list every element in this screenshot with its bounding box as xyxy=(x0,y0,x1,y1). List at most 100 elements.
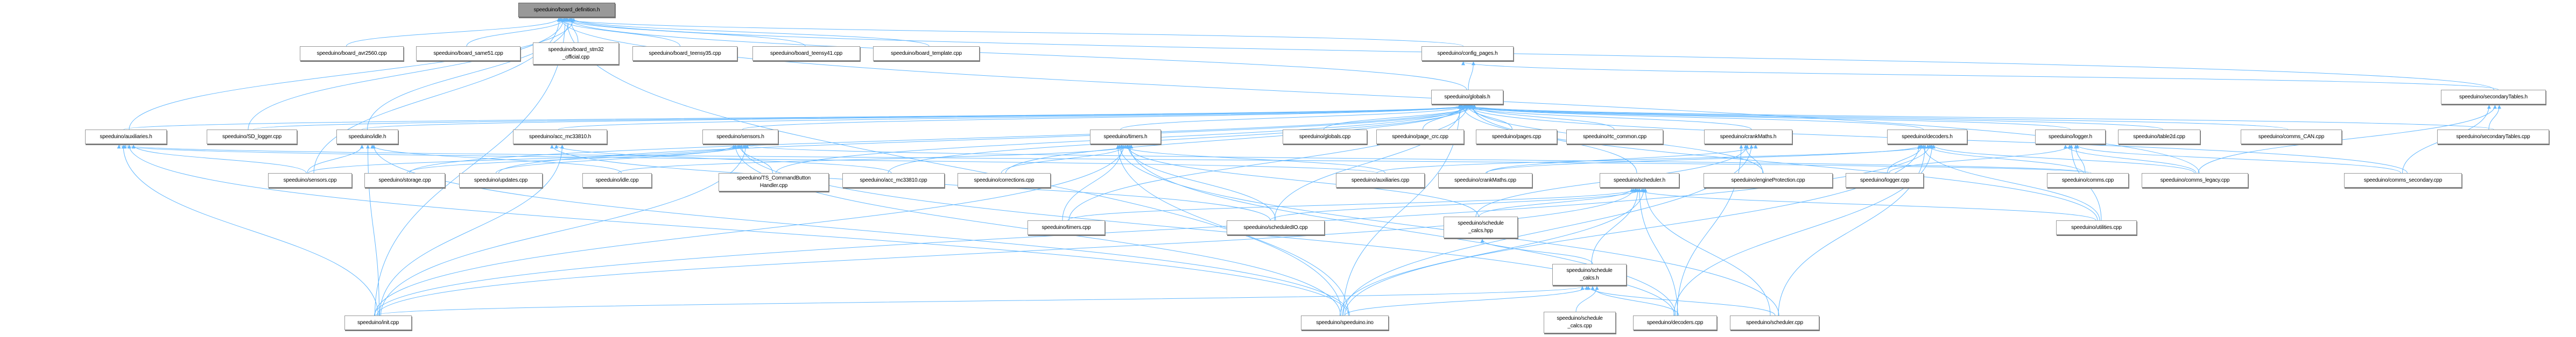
include-edge xyxy=(1463,105,2163,130)
graph-node-globals-h[interactable]: speeduino/globals.h xyxy=(1431,90,1503,104)
graph-node-timers-h[interactable]: speeduino/timers.h xyxy=(1090,130,1161,144)
include-edge xyxy=(1487,145,1758,174)
include-edge xyxy=(1468,61,1475,90)
graph-node-scheduler-h[interactable]: speeduino/scheduler.h xyxy=(1600,173,1679,188)
include-edge xyxy=(1472,105,1615,130)
include-edge xyxy=(374,145,1931,316)
include-edge xyxy=(1637,188,1678,316)
graph-node-sensors-cpp[interactable]: speeduino/sensors.cpp xyxy=(268,173,352,188)
include-edge xyxy=(1486,145,1923,174)
graph-node-idle-h[interactable]: speeduino/idle.h xyxy=(336,130,398,144)
graph-node-config-pages-h[interactable]: speeduino/config_pages.h xyxy=(1421,46,1514,61)
graph-node-globals-cpp[interactable]: speeduino/globals.cpp xyxy=(1283,130,1367,144)
graph-node-board-definition-h[interactable]: speeduino/board_definition.h xyxy=(518,3,615,17)
graph-node-board-template-cpp[interactable]: speeduino/board_template.cpp xyxy=(873,46,980,61)
graph-node-board-teensy35-cpp[interactable]: speeduino/board_teensy35.cpp xyxy=(632,46,737,61)
graph-node-timers-cpp[interactable]: speeduino/timers.cpp xyxy=(1027,220,1105,235)
include-edge xyxy=(1377,145,1933,174)
graph-node-acc-mc33810-h[interactable]: speeduino/acc_mc33810.h xyxy=(513,130,607,144)
graph-node-crankmaths-h[interactable]: speeduino/crankMaths.h xyxy=(1704,130,1792,144)
graph-node-auxiliaries-cpp[interactable]: speeduino/auxiliaries.cpp xyxy=(1336,173,1425,188)
include-edge xyxy=(362,105,1466,130)
graph-node-updates-cpp[interactable]: speeduino/updates.cpp xyxy=(459,173,543,188)
include-edge xyxy=(1062,145,1124,221)
include-edge xyxy=(1274,105,1463,221)
include-edge xyxy=(738,145,773,174)
graph-node-table2d-cpp[interactable]: speeduino/table2d.cpp xyxy=(2118,130,2200,144)
include-edge xyxy=(1345,145,1921,316)
graph-node-corrections-cpp[interactable]: speeduino/corrections.cpp xyxy=(958,173,1051,188)
include-edge xyxy=(1460,105,2098,221)
include-edge xyxy=(381,145,748,316)
include-edge xyxy=(1461,105,1752,130)
include-edge xyxy=(1469,105,2289,130)
include-edge xyxy=(248,18,566,130)
include-edge xyxy=(1575,286,1599,312)
include-edge xyxy=(406,145,746,174)
include-edge xyxy=(1673,145,1934,316)
graph-node-utilities-cpp[interactable]: speeduino/utilities.cpp xyxy=(2056,220,2137,235)
graph-node-auxiliaries-h[interactable]: speeduino/auxiliaries.h xyxy=(85,130,167,144)
include-edge xyxy=(558,18,680,47)
graph-node-crankmaths-cpp[interactable]: speeduino/crankMaths.cpp xyxy=(1438,173,1532,188)
include-edge xyxy=(1479,188,1634,217)
graph-node-sd-logger-cpp[interactable]: speeduino/SD_logger.cpp xyxy=(207,130,297,144)
include-edge xyxy=(127,145,1349,316)
graph-node-storage-cpp[interactable]: speeduino/storage.cpp xyxy=(364,173,445,188)
graph-node-scheduler-cpp[interactable]: speeduino/scheduler.cpp xyxy=(1730,316,1819,330)
include-edge xyxy=(1586,286,1776,316)
include-edge xyxy=(1677,145,1743,316)
include-edge xyxy=(307,145,364,174)
graph-node-comms-legacy-cpp[interactable]: speeduino/comms_legacy.cpp xyxy=(2142,173,2248,188)
include-edge xyxy=(375,18,567,316)
graph-node-comms-can-cpp[interactable]: speeduino/comms_CAN.cpp xyxy=(2241,130,2342,144)
include-edge xyxy=(1467,105,1924,130)
graph-node-acc-mc33810-cpp[interactable]: speeduino/acc_mc33810.cpp xyxy=(842,173,945,188)
graph-node-pages-cpp[interactable]: speeduino/pages.cpp xyxy=(1476,130,1557,144)
graph-node-schedule-calcs-hpp[interactable]: speeduino/schedule _calcs.hpp xyxy=(1444,217,1518,238)
include-edge xyxy=(1067,188,1638,221)
graph-node-schedule-calcs-h[interactable]: speeduino/schedule _calcs.h xyxy=(1552,264,1627,285)
graph-node-board-teensy41-cpp[interactable]: speeduino/board_teensy41.cpp xyxy=(752,46,860,61)
include-edge xyxy=(745,145,2092,174)
include-edge xyxy=(1324,105,1474,130)
include-edge xyxy=(1461,61,2498,90)
graph-node-logger-h[interactable]: speeduino/logger.h xyxy=(2035,130,2106,144)
include-edge xyxy=(1459,105,2494,130)
graph-node-decoders-cpp[interactable]: speeduino/decoders.cpp xyxy=(1633,316,1717,330)
include-edge xyxy=(379,145,564,316)
graph-node-decoders-h[interactable]: speeduino/decoders.h xyxy=(1887,130,1967,144)
graph-node-secondarytables-cpp[interactable]: speeduino/secondaryTables.cpp xyxy=(2437,130,2549,144)
graph-node-page-crc-cpp[interactable]: speeduino/page_crc.cpp xyxy=(1376,130,1464,144)
include-edge xyxy=(496,145,736,174)
graph-node-schedule-calcs-cpp[interactable]: speeduino/schedule _calcs.cpp xyxy=(1544,312,1616,333)
include-edge xyxy=(131,145,307,174)
include-edge xyxy=(1125,145,1479,217)
include-edge xyxy=(618,145,1134,174)
include-edge xyxy=(1743,145,1763,174)
graph-node-board-avr2560-cpp[interactable]: speeduino/board_avr2560.cpp xyxy=(300,46,404,61)
graph-node-comms-cpp[interactable]: speeduino/comms.cpp xyxy=(2047,173,2129,188)
graph-node-secondarytables-h[interactable]: speeduino/secondaryTables.h xyxy=(2441,90,2546,104)
include-edge xyxy=(466,18,567,47)
graph-node-board-stm32-official-cpp[interactable]: speeduino/board_stm32 _official.cpp xyxy=(533,42,619,64)
graph-node-speeduino-ino[interactable]: speeduino/speeduino.ino xyxy=(1301,316,1389,330)
include-edge xyxy=(123,105,1470,130)
graph-node-logger-cpp[interactable]: speeduino/logger.cpp xyxy=(1846,173,1924,188)
graph-node-comms-secondary-cpp[interactable]: speeduino/comms_secondary.cpp xyxy=(2344,173,2462,188)
graph-node-idle-cpp[interactable]: speeduino/idle.cpp xyxy=(582,173,652,188)
graph-node-scheduledio-cpp[interactable]: speeduino/scheduledIO.cpp xyxy=(1227,220,1325,235)
graph-node-board-same51-cpp[interactable]: speeduino/board_same51.cpp xyxy=(416,46,520,61)
include-edge xyxy=(375,145,1126,316)
include-edge xyxy=(1128,145,1676,316)
include-edge xyxy=(377,188,1636,316)
graph-node-sensors-h[interactable]: speeduino/sensors.h xyxy=(702,130,778,144)
include-edge xyxy=(1340,188,1646,316)
graph-node-rtc-common-cpp[interactable]: speeduino/rtc_common.cpp xyxy=(1566,130,1663,144)
graph-node-init-cpp[interactable]: speeduino/init.cpp xyxy=(344,316,412,330)
graph-node-ts-commandbuttonhandler-cpp[interactable]: speeduino/TS_CommandButton Handler.cpp xyxy=(719,173,829,191)
include-edge xyxy=(1932,145,2195,174)
graph-node-engineprotection-cpp[interactable]: speeduino/engineProtection.cpp xyxy=(1704,173,1833,188)
include-edge xyxy=(123,145,2089,174)
include-edge xyxy=(740,145,1675,316)
